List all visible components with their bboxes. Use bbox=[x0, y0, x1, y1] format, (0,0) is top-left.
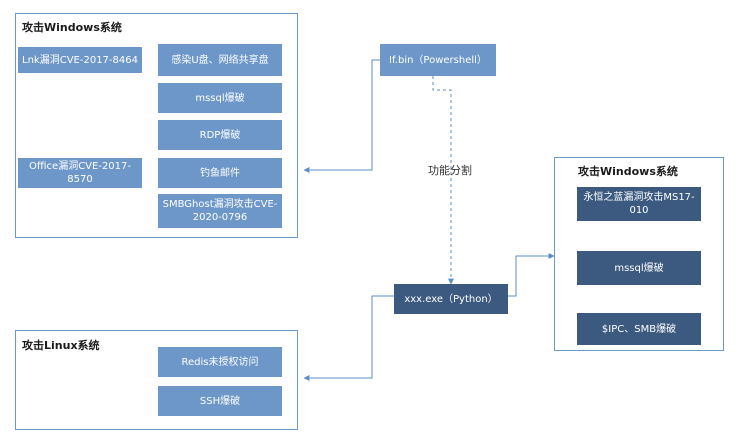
arrow-powershell-to-python bbox=[432, 76, 454, 285]
node-redis: Redis未授权访问 bbox=[158, 347, 282, 377]
node-powershell: If.bin（Powershell） bbox=[380, 44, 496, 76]
arrow-python-to-win-right bbox=[508, 253, 555, 297]
arrow-python-to-linux bbox=[303, 295, 394, 381]
label-split: 功能分割 bbox=[428, 164, 472, 177]
node-ipc-smb: $IPC、SMB爆破 bbox=[577, 313, 701, 345]
node-mssql-left: mssql爆破 bbox=[158, 83, 282, 113]
group-linux-title: 攻击Linux系统 bbox=[22, 339, 100, 352]
node-office-cve: Office漏洞CVE-2017-8570 bbox=[18, 158, 142, 188]
node-smbghost: SMBGhost漏洞攻击CVE-2020-0796 bbox=[158, 194, 282, 228]
node-rdp: RDP爆破 bbox=[158, 120, 282, 150]
arrow-powershell-to-win-left bbox=[303, 59, 380, 173]
node-lnk-cve: Lnk漏洞CVE-2017-8464 bbox=[18, 47, 142, 73]
group-windows-right-title: 攻击Windows系统 bbox=[578, 165, 678, 178]
node-phishing: 钓鱼邮件 bbox=[158, 158, 282, 188]
group-windows-left-title: 攻击Windows系统 bbox=[22, 21, 122, 34]
node-ssh: SSH爆破 bbox=[158, 386, 282, 416]
node-python: xxx.exe（Python） bbox=[394, 284, 508, 314]
node-eternalblue: 永恒之蓝漏洞攻击MS17-010 bbox=[577, 187, 701, 221]
node-mssql-right: mssql爆破 bbox=[577, 251, 701, 285]
node-usb-share: 感染U盘、网络共享盘 bbox=[158, 44, 282, 76]
